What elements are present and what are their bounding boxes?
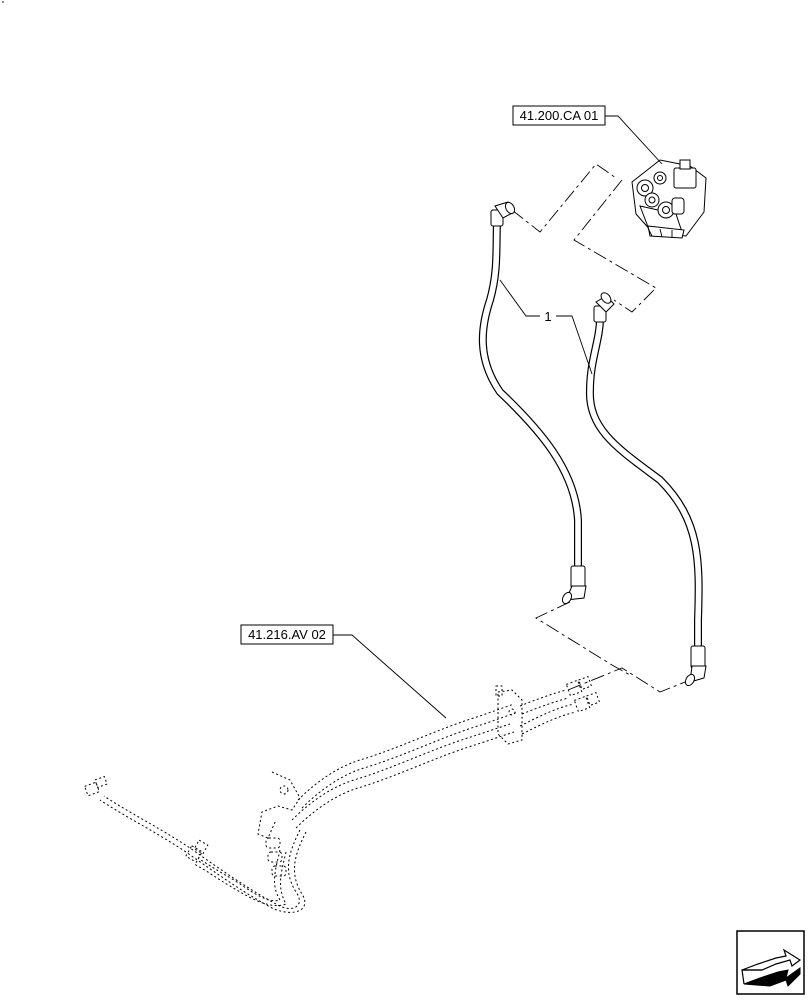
callout-hose-item-label: 1 [544,309,551,324]
leader-item-left [499,279,540,317]
callout-lines-assembly-label: 41.216.AV 02 [248,627,326,642]
hose-right[interactable] [585,291,707,687]
chain-lines [511,163,691,693]
steering-unit[interactable] [631,159,707,239]
nav-arrow-button[interactable] [736,930,805,995]
callout-steering-unit[interactable]: 41.200.CA 01 [512,105,606,126]
arrow-left-icon [741,948,802,987]
leader-item-right [556,315,593,375]
callout-hose-item[interactable]: 1 [544,309,551,324]
phantom-lines-assembly[interactable] [84,675,601,913]
corner-mark [2,1,4,3]
callout-steering-unit-label: 41.200.CA 01 [520,108,599,123]
hose-left[interactable] [478,201,587,605]
leader-lines-assembly [333,634,447,719]
callout-lines-assembly[interactable]: 41.216.AV 02 [240,624,334,645]
leader-steering-unit [605,115,663,165]
